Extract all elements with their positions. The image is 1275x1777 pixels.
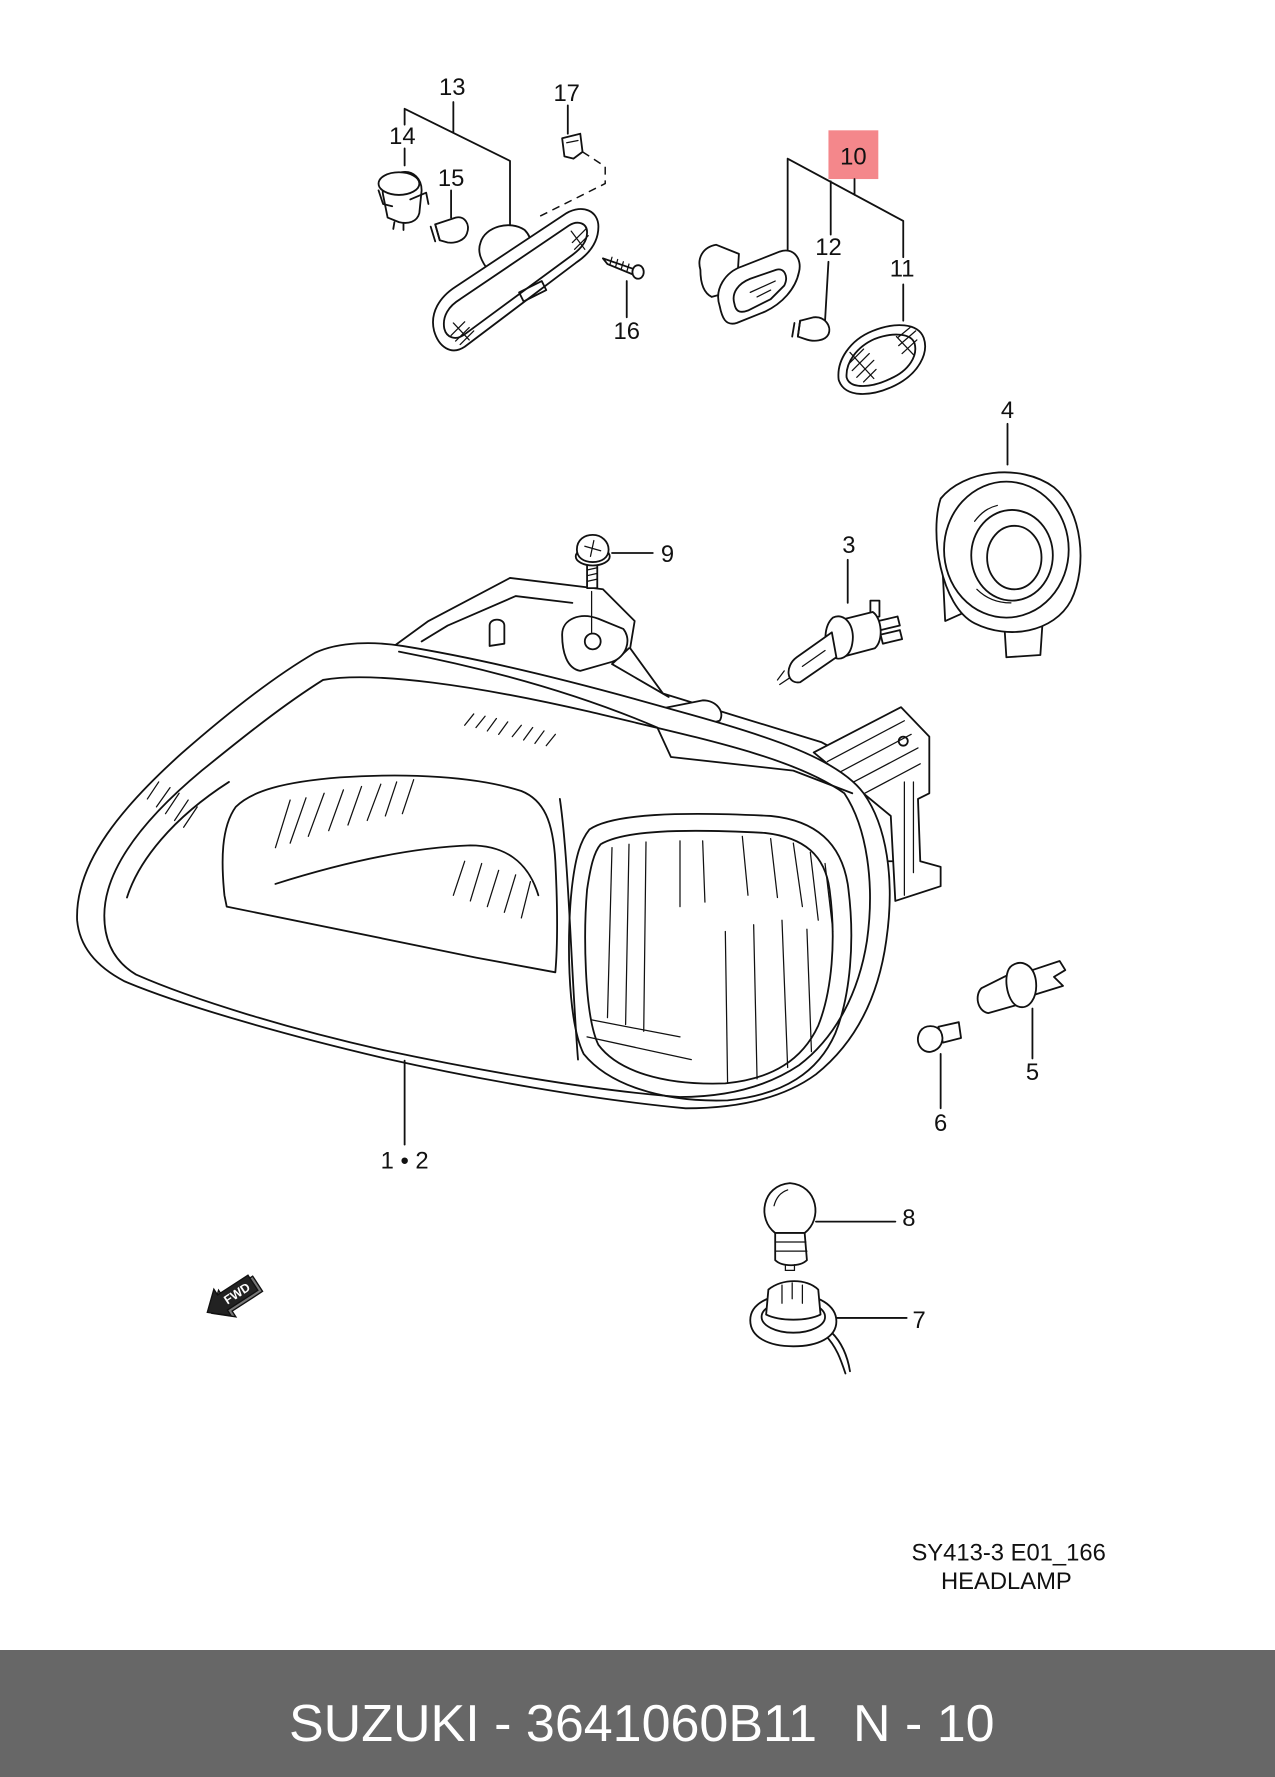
bulb-3-prong-lower <box>879 629 904 645</box>
socket-10-opening <box>732 268 787 313</box>
part-5-socket <box>976 960 1067 1060</box>
high-beam-reflector <box>568 812 853 1102</box>
part-3-bulb <box>776 558 904 686</box>
callout-12: 12 <box>815 234 841 261</box>
bulb-3-glass <box>787 631 838 684</box>
callout-10: 10 <box>840 143 866 170</box>
clip-17-body <box>561 132 584 160</box>
part-13-side-marker-lamp <box>403 101 600 352</box>
callout-4: 4 <box>1001 397 1014 424</box>
part-6-bulb <box>916 1021 962 1110</box>
socket-7-body <box>765 1280 822 1321</box>
part-14-socket <box>377 171 430 231</box>
clip-17-fold <box>566 139 579 144</box>
callout-5: 5 <box>1026 1059 1039 1086</box>
part-footer-bar: SUZUKI - 3641060B11 N - 10 <box>0 1650 1275 1777</box>
lens-inner-rim <box>103 676 871 1098</box>
screw-16-head <box>631 264 645 280</box>
cover-4-boss <box>970 509 1054 602</box>
marker-lamp-hatch <box>450 228 589 346</box>
reflector-hatching <box>586 835 834 1085</box>
marker-lamp-window <box>518 280 548 303</box>
bulb-3-filament <box>776 649 826 686</box>
screw-mount-hole <box>583 632 602 651</box>
callout-7: 7 <box>912 1307 925 1334</box>
bulb-12-base <box>791 319 802 338</box>
lens-outline <box>76 642 891 1110</box>
socket-7-wire <box>824 1331 851 1375</box>
drawing-code: SY413-3 E01_166 <box>911 1539 1105 1566</box>
callout-15: 15 <box>438 165 464 192</box>
headlamp-exploded-diagram: FWD 13 17 14 15 10 12 11 16 4 9 3 1 • 2 … <box>76 74 1106 1595</box>
screw-9-slot <box>584 539 602 558</box>
part-8-bulb <box>763 1182 897 1271</box>
clip-17-fit-line <box>536 151 606 219</box>
callout-13: 13 <box>439 74 465 101</box>
bulb-8-base <box>774 1232 808 1267</box>
callout-14: 14 <box>389 123 415 150</box>
high-beam-reflector-inner <box>584 829 834 1085</box>
highlight-box-10 <box>828 130 879 180</box>
bracket-10 <box>786 157 905 322</box>
callout-labels: 13 17 14 15 10 12 11 16 4 9 3 1 • 2 5 6 … <box>381 74 1039 1334</box>
part-17-clip <box>536 104 606 219</box>
socket-7-slots <box>781 1282 804 1304</box>
footer-ref-label: N - 10 <box>853 1695 995 1753</box>
lens-11-hatch <box>849 326 918 383</box>
connector-block <box>812 706 942 902</box>
forward-arrow-face <box>206 1274 259 1317</box>
part-9-screw <box>574 533 654 590</box>
lens-hatching <box>146 713 556 919</box>
cover-4-outer <box>935 471 1082 633</box>
drawing-title: HEADLAMP <box>941 1568 1072 1595</box>
part-15-bulb <box>429 189 469 244</box>
lens-top-surface <box>398 650 854 795</box>
part-16-screw <box>602 256 645 319</box>
socket-14-lugs <box>377 189 430 231</box>
bulb-6-glass <box>916 1025 944 1053</box>
cover-4-ridges <box>974 504 1012 604</box>
callout-17: 17 <box>553 80 579 107</box>
socket-5-flange <box>1005 961 1038 1009</box>
connector-ribs <box>826 720 921 896</box>
footer-part-number: SUZUKI - 3641060B11 <box>289 1695 817 1753</box>
bracket-13 <box>403 101 511 234</box>
bulb-8-glass <box>763 1182 817 1234</box>
lens-11-rim <box>845 333 917 387</box>
bulb-3-prong-upper <box>877 615 901 631</box>
screw-mount-tab <box>561 615 629 672</box>
cover-4-hole <box>986 524 1043 591</box>
bulb-15-base <box>429 223 441 243</box>
part-10-turn-signal <box>698 130 905 325</box>
bulb-8-base-lines <box>773 1189 808 1271</box>
part-11-lens <box>837 324 926 395</box>
lens-left-edge <box>126 781 230 899</box>
screw-16-shaft <box>602 257 634 276</box>
housing-post <box>488 618 506 647</box>
callout-3: 3 <box>842 532 855 559</box>
callout-16: 16 <box>614 318 640 345</box>
cover-4-ring <box>943 480 1070 619</box>
low-beam-reflector-edge <box>274 844 540 897</box>
bulb-15-glass <box>434 216 469 244</box>
callout-1-2: 1 • 2 <box>381 1147 429 1174</box>
part-7-socket <box>749 1280 908 1375</box>
part-12-bulb <box>791 316 831 342</box>
socket-14-flange <box>377 171 421 196</box>
part-1-2-headlamp-lens <box>76 642 891 1146</box>
marker-lamp-body <box>432 208 600 352</box>
forward-arrow-icon: FWD <box>206 1274 264 1318</box>
callout-11: 11 <box>890 256 915 283</box>
marker-lamp-lens-rim <box>442 221 588 339</box>
screw-16-thread <box>609 256 630 273</box>
part-4-cover <box>935 422 1082 659</box>
socket-10-terminal <box>749 280 776 298</box>
callout-8: 8 <box>902 1205 915 1232</box>
connector-hole <box>897 735 909 747</box>
low-beam-window <box>221 774 558 974</box>
callout-6: 6 <box>934 1110 947 1137</box>
screw-9-thread <box>586 567 598 582</box>
bulb-12-glass <box>796 316 831 342</box>
callout-9: 9 <box>661 541 674 568</box>
